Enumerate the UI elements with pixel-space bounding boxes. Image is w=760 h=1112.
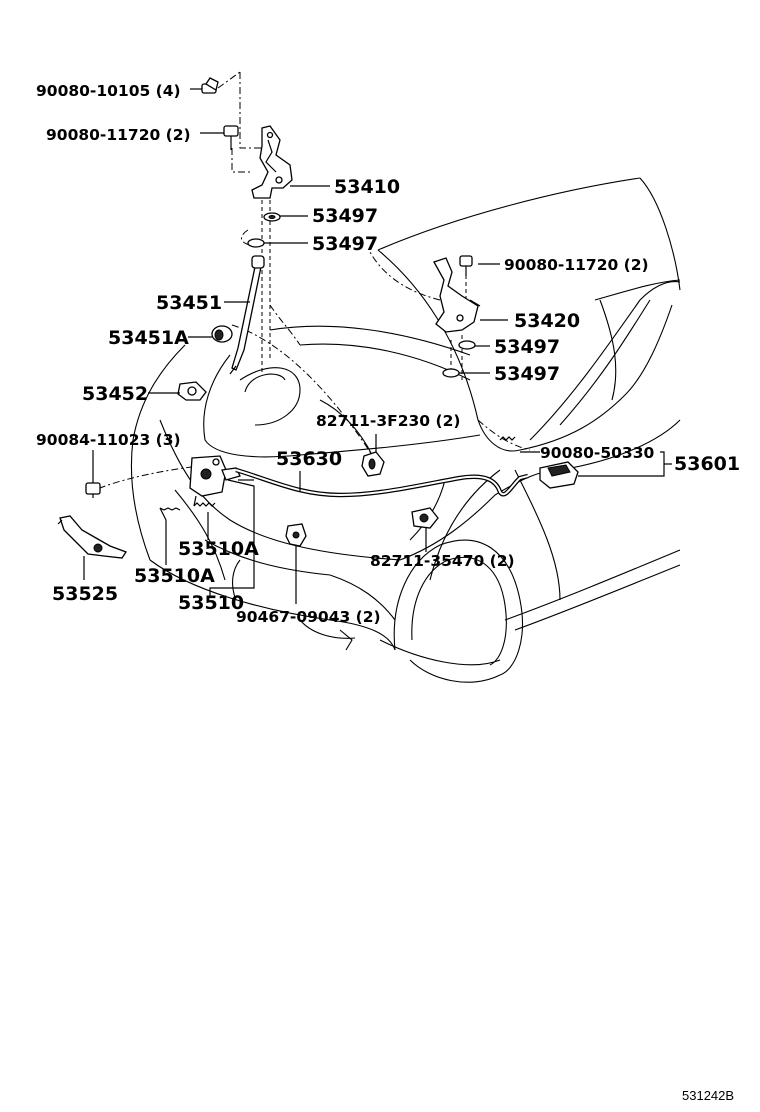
label-53510a-upper: 53510A (178, 538, 259, 560)
label-53497-lower: 53497 (312, 233, 378, 255)
hood-lock-53510-icon (189, 455, 241, 507)
label-82711-3f230: 82711-3F230 (2) (316, 412, 460, 430)
release-lever-53601-icon (539, 461, 579, 489)
label-90080-10105: 90080-10105 (4) (36, 82, 181, 100)
screw-90080-50330-icon (499, 436, 516, 441)
car-body-outline (130, 177, 681, 683)
spring-53510a-upper-icon (193, 502, 216, 507)
label-53510: 53510 (178, 592, 244, 614)
label-53510a-lower: 53510A (134, 565, 215, 587)
clip-90467-09043-icon (285, 523, 307, 547)
label-82711-35470: 82711-35470 (2) (370, 552, 515, 570)
rod-holder-53452-icon (177, 381, 207, 401)
bolt-90080-11720-left-icon (223, 125, 239, 150)
assembly-lines (99, 71, 531, 489)
label-53420: 53420 (514, 310, 580, 332)
label-53525: 53525 (52, 583, 118, 605)
hood-hinge-left-icon (251, 125, 293, 199)
release-cable-53630-icon (235, 467, 529, 498)
label-53410: 53410 (334, 176, 400, 198)
cushion-53451a-icon (211, 325, 233, 343)
hood-support-rod-icon (229, 255, 265, 375)
label-53497-right-lower: 53497 (494, 363, 560, 385)
label-53497-upper: 53497 (312, 205, 378, 227)
label-53451: 53451 (156, 292, 222, 314)
label-90467-09043: 90467-09043 (2) (236, 608, 381, 626)
bolt-90084-11023-icon (85, 482, 101, 498)
label-53497-right-upper: 53497 (494, 336, 560, 358)
spring-53510a-lower-icon (159, 507, 181, 521)
washer-53497-right-upper-icon (458, 340, 476, 350)
washer-53497-lower-icon (247, 238, 265, 248)
bolt-90080-11720-right-icon (459, 255, 473, 276)
label-53630: 53630 (276, 448, 342, 470)
label-53452: 53452 (82, 383, 148, 405)
figure-reference-code: 531242B (682, 1088, 734, 1103)
label-90080-11720-right: 90080-11720 (2) (504, 256, 649, 274)
bolt-90080-10105-icon (201, 77, 219, 94)
leader-lines (83, 88, 672, 604)
part-labels: 90080-10105 (4) 90080-11720 (2) 53410 53… (36, 82, 740, 1103)
lock-support-53525-icon (57, 515, 127, 559)
clamp-82711-35470-icon (411, 507, 439, 529)
label-90080-11720-left: 90080-11720 (2) (46, 126, 191, 144)
label-90084-11023: 90084-11023 (3) (36, 431, 181, 449)
washer-53497-upper-icon (263, 212, 281, 222)
label-53451a: 53451A (108, 327, 189, 349)
washer-53497-right-lower-icon (442, 368, 460, 378)
clamp-82711-3f230-icon (361, 451, 385, 477)
label-90080-50330: 90080-50330 (540, 444, 654, 462)
label-53601: 53601 (674, 453, 740, 475)
hood-hinge-right-icon (433, 257, 481, 333)
